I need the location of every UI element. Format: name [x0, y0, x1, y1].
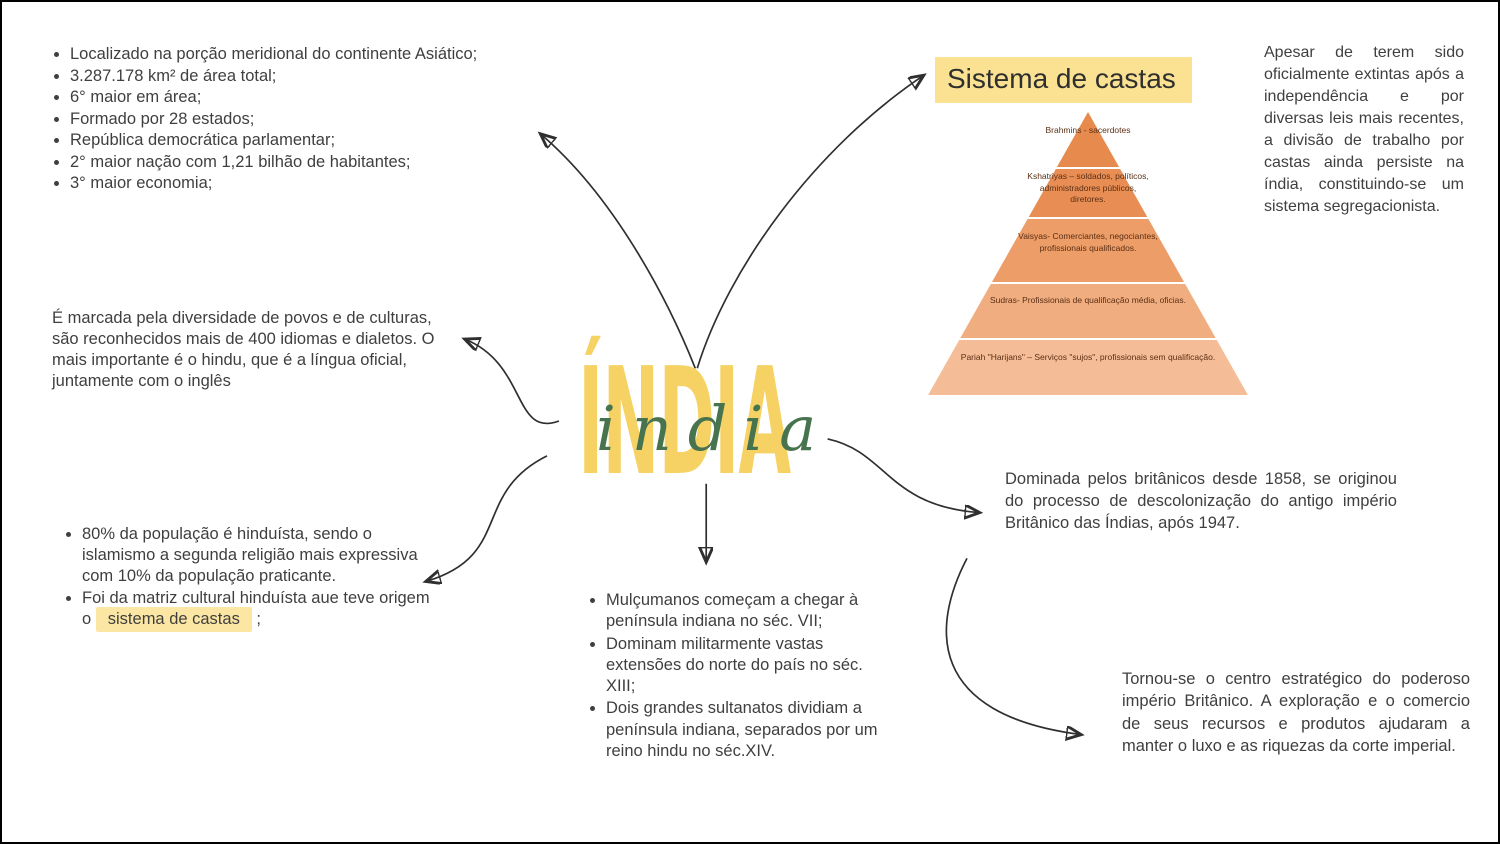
- list-item: República democrática parlamentar;: [70, 130, 512, 151]
- caste-pyramid-labels: Brahmins - sacerdotes Kshatriyas – solda…: [927, 112, 1249, 397]
- pyramid-label-vaisyas: Vaisyas- Comerciantes, negociantes, prof…: [1018, 231, 1158, 253]
- religion-item-suffix: ;: [251, 610, 261, 628]
- pyramid-label-kshatriyas: Kshatriyas – soldados, políticos, admini…: [1027, 171, 1149, 204]
- muslim-history-list: Mulçumanos começam a chegar à península …: [582, 590, 878, 763]
- list-item: Mulçumanos começam a chegar à península …: [606, 590, 878, 633]
- pyramid-label-pariah: Pariah "Harijans" – Serviços "sujos", pr…: [960, 352, 1216, 362]
- pyramid-label-brahmins: Brahmins - sacerdotes: [1045, 125, 1131, 135]
- india-title: ÍNDIA india: [562, 342, 862, 512]
- caste-highlight: sistema de castas: [95, 607, 252, 632]
- title-to-diversity-arrow: [465, 339, 560, 425]
- facts-list: Localizado na porção meridional do conti…: [46, 44, 512, 195]
- list-item: Formado por 28 estados;: [70, 109, 512, 130]
- list-item: Dois grandes sultanatos dividiam a penín…: [606, 698, 878, 762]
- list-item: 3.287.178 km² de área total;: [70, 66, 512, 87]
- caste-persistence-note: Apesar de terem sido oficialmente extint…: [1264, 44, 1464, 215]
- india-title-block: ÍNDIA: [578, 336, 791, 508]
- pyramid-level-pariah: [927, 340, 1249, 395]
- british-domination-note: Dominada pelos britânicos desde 1858, se…: [1005, 470, 1397, 532]
- title-to-religion-arrow: [427, 455, 548, 581]
- british-to-empire-arrow: [945, 557, 1080, 734]
- list-item: 80% da população é hinduísta, sendo o is…: [82, 524, 434, 587]
- list-item: Dominam militarmente vastas extensões do…: [606, 634, 878, 698]
- caste-pyramid: Brahmins - sacerdotes Kshatriyas – solda…: [927, 112, 1249, 397]
- empire-center-note: Tornou-se o centro estratégico do podero…: [1122, 670, 1470, 756]
- pyramid-label-sudras: Sudras- Profissionais de qualificação mé…: [989, 295, 1187, 305]
- list-item: 3° maior economia;: [70, 173, 512, 194]
- india-title-script: india: [596, 392, 833, 465]
- title-to-caste-heading-arrow: [696, 76, 923, 369]
- list-item: Localizado na porção meridional do conti…: [70, 44, 512, 65]
- list-item: Foi da matriz cultural hinduísta aue tev…: [82, 588, 434, 632]
- list-item: 2° maior nação com 1,21 bilhão de habita…: [70, 152, 512, 173]
- caste-heading: Sistema de castas: [935, 57, 1192, 103]
- religion-item-prefix: Foi da matriz cultural hinduísta aue tev…: [82, 589, 430, 628]
- title-to-facts-arrow: [541, 134, 697, 369]
- religion-list: 80% da população é hinduísta, sendo o is…: [58, 524, 434, 632]
- list-item: 6° maior em área;: [70, 87, 512, 108]
- diversity-note: É marcada pela diversidade de povos e de…: [52, 309, 435, 390]
